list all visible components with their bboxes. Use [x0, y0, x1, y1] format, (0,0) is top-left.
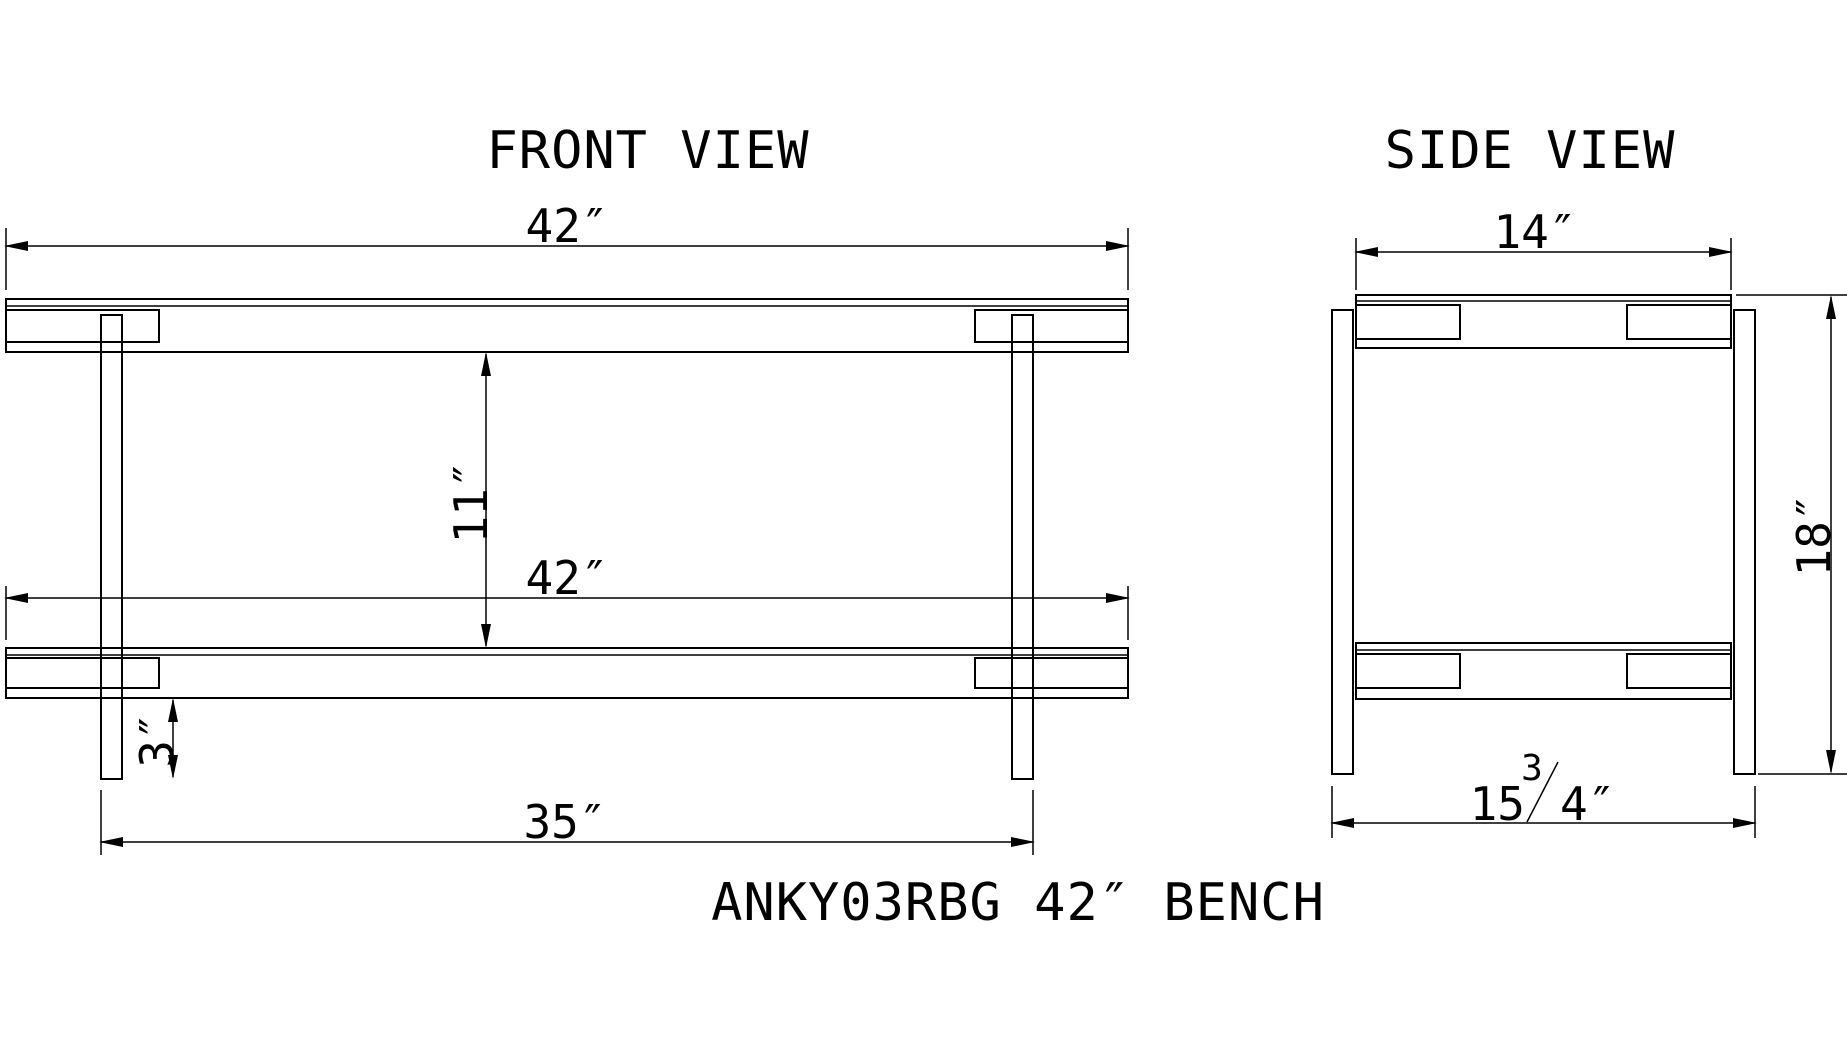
front-top-width-dimension: 42″ — [4, 199, 1130, 290]
front-shelf-gap-label: 11″ — [444, 460, 498, 543]
side-base-depth-denominator: 4″ — [1560, 777, 1615, 831]
front-leg-span-label: 35″ — [523, 795, 606, 849]
front-top-width-label: 42″ — [525, 199, 608, 253]
side-right-leg — [1733, 309, 1756, 775]
side-base-depth-numerator: 3 — [1521, 748, 1543, 789]
front-top-shelf — [5, 298, 1129, 353]
side-height-label: 18″ — [1787, 493, 1841, 576]
side-top-depth-label: 14″ — [1493, 205, 1576, 259]
side-base-depth-whole: 15 — [1470, 777, 1525, 831]
side-top-depth-dimension: 14″ — [1354, 205, 1733, 290]
front-bottom-width-dimension: 42″ — [4, 551, 1130, 640]
fraction-slash — [1526, 761, 1559, 823]
side-view: SIDE VIEW 14″ 1 — [1330, 121, 1847, 838]
front-view-title: FRONT VIEW — [486, 121, 809, 181]
side-bottom-shelf — [1355, 642, 1732, 700]
front-leg-foot-dimension: 3″ — [130, 698, 184, 779]
drawing-caption: ANKY03RBG 42″ BENCH — [711, 873, 1325, 933]
front-right-leg — [1011, 314, 1034, 780]
front-shelf-gap-dimension: 11″ — [444, 352, 498, 648]
front-leg-foot-label: 3″ — [130, 712, 184, 767]
front-left-leg — [100, 314, 123, 780]
side-left-leg — [1331, 309, 1354, 775]
front-bottom-width-label: 42″ — [525, 551, 608, 605]
side-height-dimension: 18″ — [1736, 294, 1847, 775]
side-base-depth-dimension: 15 3 4″ — [1330, 748, 1757, 838]
front-view: FRONT VIEW 42″ 11″ 42″ — [4, 121, 1130, 855]
side-top-shelf — [1355, 294, 1732, 349]
front-leg-span-dimension: 35″ — [99, 790, 1035, 855]
side-view-title: SIDE VIEW — [1385, 121, 1676, 181]
front-bottom-shelf — [5, 647, 1129, 699]
